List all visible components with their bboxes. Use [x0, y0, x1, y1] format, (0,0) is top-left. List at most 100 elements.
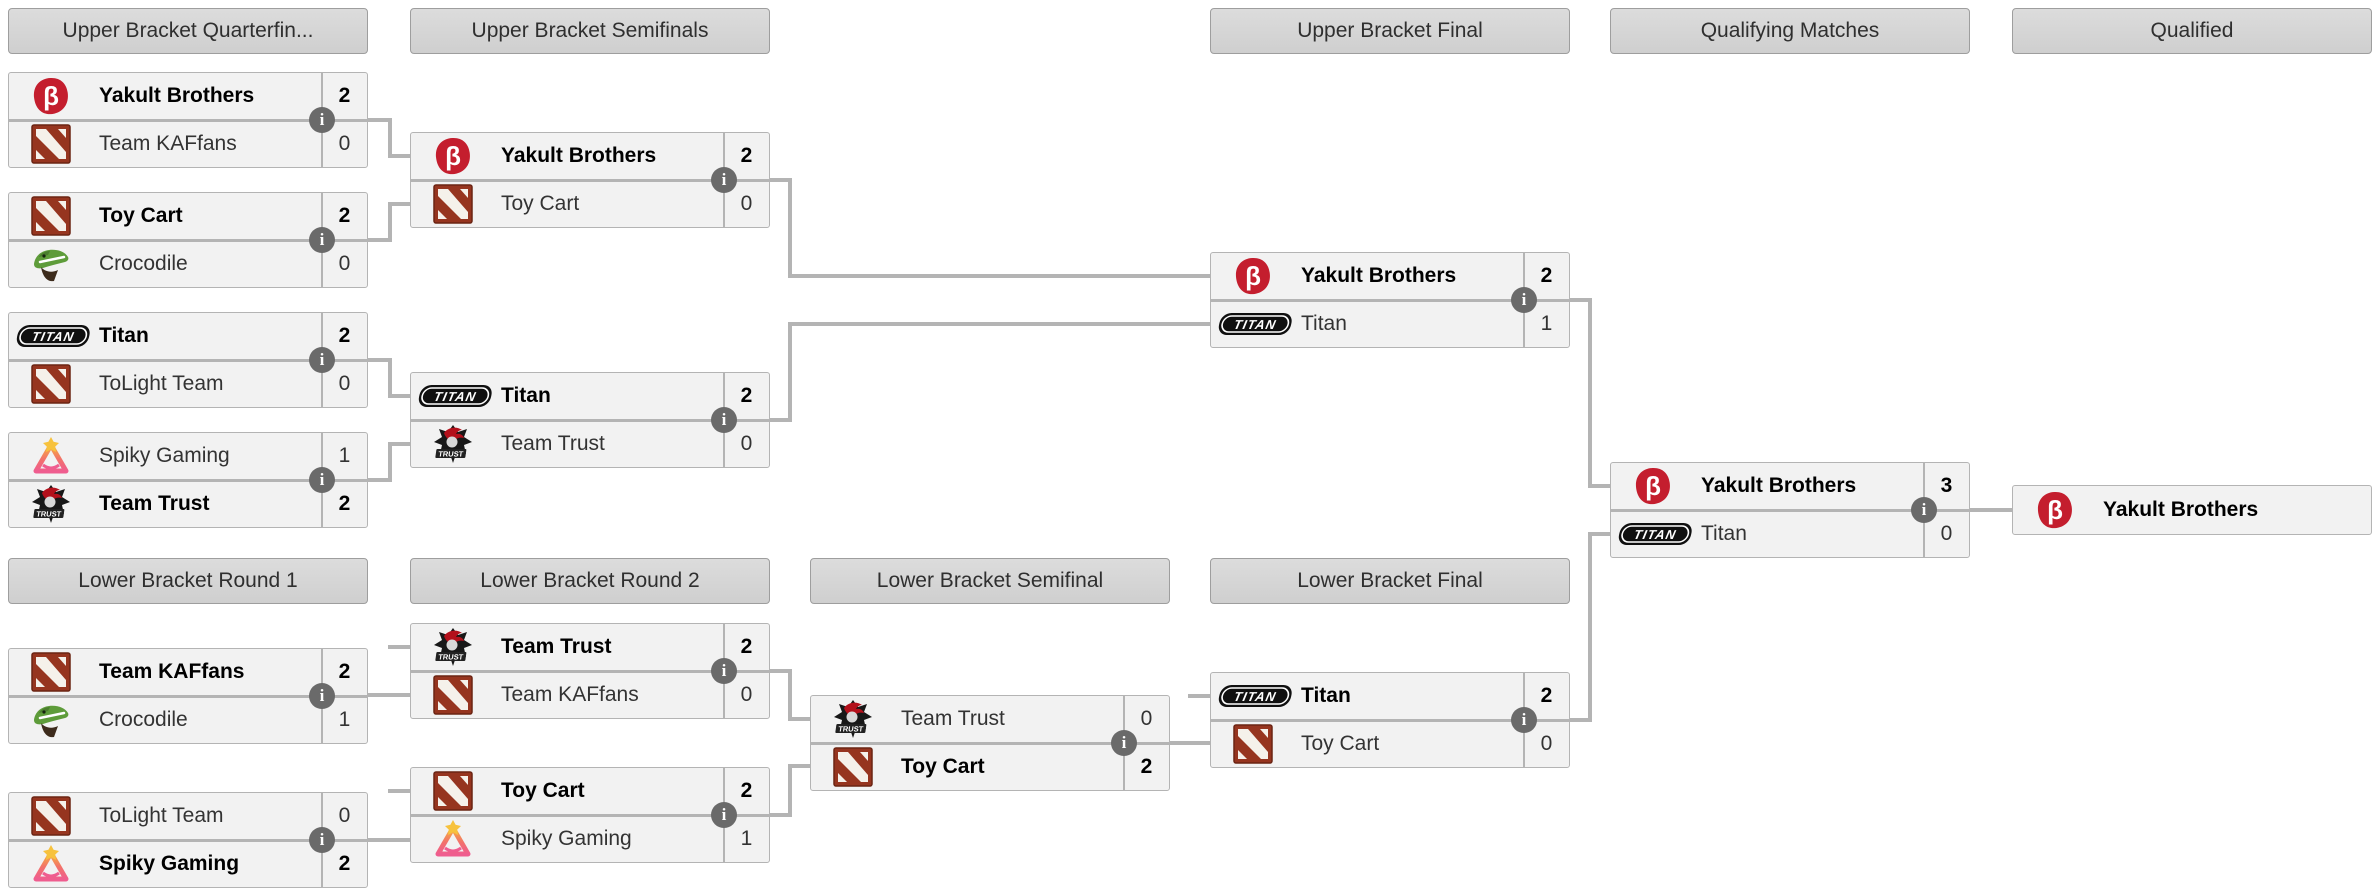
- dota2-default-logo[interactable]: [411, 184, 495, 224]
- bracket-connector-segment: [788, 764, 792, 817]
- match-info-icon[interactable]: i: [309, 827, 335, 853]
- dota2-default-logo[interactable]: [411, 771, 495, 811]
- dota2-default-logo[interactable]: [9, 124, 93, 164]
- team-name[interactable]: Toy Cart: [501, 778, 585, 802]
- round-header-lower-bracket-round-1: Lower Bracket Round 1: [8, 558, 368, 604]
- bracket-connector-segment: [788, 717, 810, 721]
- team-score: 0: [1140, 706, 1153, 730]
- dota2-default-logo[interactable]: [811, 747, 895, 787]
- team-name[interactable]: Team KAFfans: [501, 683, 639, 707]
- team-score: 2: [1140, 755, 1153, 779]
- team-score: 2: [740, 634, 753, 658]
- team-name[interactable]: Toy Cart: [1301, 732, 1380, 756]
- team-name[interactable]: Team KAFfans: [99, 659, 245, 683]
- titan-logo[interactable]: TITAN: [1611, 521, 1695, 547]
- svg-text:β: β: [43, 81, 59, 111]
- team-name[interactable]: ToLight Team: [99, 372, 224, 396]
- team-name[interactable]: Titan: [1701, 522, 1747, 546]
- team-name[interactable]: Team Trust: [501, 432, 605, 456]
- team-trust-logo[interactable]: TRUST: [9, 484, 93, 524]
- spiky-gaming-logo[interactable]: [9, 844, 93, 884]
- match-info-icon[interactable]: i: [1511, 287, 1537, 313]
- team-name[interactable]: Team KAFfans: [99, 132, 237, 156]
- team-name[interactable]: Team Trust: [501, 634, 612, 658]
- team-name[interactable]: Toy Cart: [501, 192, 580, 216]
- team-name[interactable]: Team Trust: [901, 706, 1005, 730]
- titan-logo[interactable]: TITAN: [1211, 311, 1295, 337]
- dota2-default-logo[interactable]: [411, 675, 495, 715]
- match-info-icon[interactable]: i: [309, 107, 335, 133]
- team-trust-logo[interactable]: TRUST: [411, 424, 495, 464]
- titan-logo[interactable]: TITAN: [1211, 683, 1295, 709]
- round-header-qualifying-matches: Qualifying Matches: [1610, 8, 1970, 54]
- team-trust-logo[interactable]: TRUST: [411, 627, 495, 667]
- bracket-connector-segment: [388, 118, 392, 158]
- bracket-connector-segment: [788, 274, 1210, 278]
- team-name[interactable]: Yakult Brothers: [501, 143, 657, 167]
- crocodile-logo[interactable]: [9, 700, 93, 740]
- team-trust-logo[interactable]: TRUST: [811, 699, 895, 739]
- match-info-icon[interactable]: i: [309, 467, 335, 493]
- team-name[interactable]: Team Trust: [99, 492, 210, 516]
- match-info-icon[interactable]: i: [711, 802, 737, 828]
- team-name[interactable]: Yakult Brothers: [2103, 498, 2259, 521]
- match-info-icon[interactable]: i: [1511, 707, 1537, 733]
- team-row: Spiky Gaming 1: [9, 433, 367, 479]
- bracket-connector-segment: [1588, 484, 1610, 488]
- team-score: 3: [1940, 473, 1953, 497]
- spiky-gaming-logo[interactable]: [411, 819, 495, 859]
- team-score: 0: [338, 252, 351, 276]
- team-score: 2: [1540, 263, 1553, 287]
- team-name[interactable]: ToLight Team: [99, 803, 224, 827]
- match-info-icon[interactable]: i: [309, 347, 335, 373]
- team-score: 2: [338, 492, 351, 516]
- dota2-default-logo[interactable]: [9, 796, 93, 836]
- yakult-brothers-logo[interactable]: β: [2013, 490, 2097, 530]
- match-info-icon[interactable]: i: [309, 683, 335, 709]
- team-name[interactable]: Yakult Brothers: [1701, 473, 1857, 497]
- dota2-default-logo[interactable]: [9, 364, 93, 404]
- yakult-brothers-logo[interactable]: β: [411, 136, 495, 176]
- team-name[interactable]: Toy Cart: [99, 203, 183, 227]
- team-score: 1: [338, 443, 351, 467]
- team-score: 2: [740, 383, 753, 407]
- yakult-brothers-logo[interactable]: β: [1611, 466, 1695, 506]
- svg-text:TITAN: TITAN: [30, 329, 75, 344]
- dota2-default-logo[interactable]: [9, 652, 93, 692]
- match-info-icon[interactable]: i: [1111, 730, 1137, 756]
- titan-logo[interactable]: TITAN: [9, 323, 93, 349]
- yakult-brothers-logo[interactable]: β: [9, 76, 93, 116]
- team-name[interactable]: Crocodile: [99, 708, 188, 732]
- team-name[interactable]: Spiky Gaming: [99, 852, 240, 876]
- crocodile-logo[interactable]: [9, 244, 93, 284]
- match-info-icon[interactable]: i: [711, 407, 737, 433]
- titan-logo[interactable]: TITAN: [411, 383, 495, 409]
- team-name[interactable]: Toy Cart: [901, 755, 985, 779]
- qualified-team-box: β Yakult Brothers: [2012, 485, 2372, 535]
- team-name[interactable]: Titan: [501, 383, 551, 407]
- match-info-icon[interactable]: i: [1911, 497, 1937, 523]
- match-row-divider: [411, 178, 769, 182]
- team-name[interactable]: Spiky Gaming: [99, 443, 230, 467]
- yakult-brothers-logo[interactable]: β: [1211, 256, 1295, 296]
- match-row-divider: [9, 694, 367, 698]
- team-name[interactable]: Titan: [1301, 683, 1351, 707]
- dota2-default-logo[interactable]: [1211, 724, 1295, 764]
- team-name[interactable]: Titan: [99, 323, 149, 347]
- bracket-connector-segment: [1570, 298, 1590, 302]
- match-info-icon[interactable]: i: [711, 167, 737, 193]
- dota2-default-logo[interactable]: [9, 196, 93, 236]
- match-info-icon[interactable]: i: [711, 658, 737, 684]
- team-name[interactable]: Yakult Brothers: [99, 83, 255, 107]
- team-name[interactable]: Spiky Gaming: [501, 827, 632, 851]
- team-name[interactable]: Yakult Brothers: [1301, 263, 1457, 287]
- spiky-gaming-logo[interactable]: [9, 436, 93, 476]
- team-name[interactable]: Titan: [1301, 312, 1347, 336]
- match-info-icon[interactable]: i: [309, 227, 335, 253]
- team-name[interactable]: Crocodile: [99, 252, 188, 276]
